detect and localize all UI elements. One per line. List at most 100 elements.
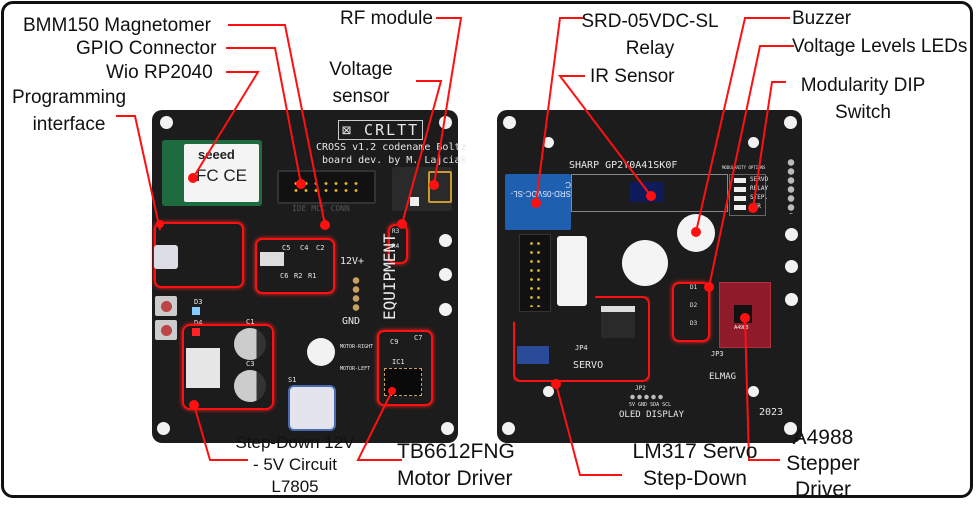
side-header <box>787 158 795 214</box>
programming-header <box>519 234 551 312</box>
mount-hole <box>543 386 554 397</box>
elmag-silk: ELMAG <box>709 372 737 382</box>
white-round-part <box>622 240 668 286</box>
power-switch-s1 <box>288 385 336 431</box>
mount-hole <box>784 422 797 435</box>
callout-tb6612: TB6612FNG Motor Driver <box>397 440 515 490</box>
callout-stepdown: Step-Down 12V - 5V Circuit L7805 <box>235 433 355 496</box>
usb-c-port <box>154 245 178 269</box>
callout-dip: Modularity DIP Switch <box>800 75 926 123</box>
callout-rf: RF module <box>340 8 433 29</box>
callout-a4988: A4988 Stepper Driver <box>786 426 860 501</box>
callout-relay: SRD-05VDC-SL Relay <box>581 11 719 59</box>
motor-left-silk: MOTOR-LEFT <box>340 366 371 372</box>
a4988-silk: A4988 <box>734 325 749 331</box>
mount-hole <box>785 293 798 306</box>
callout-vsense: Voltage sensor <box>329 59 393 107</box>
board-title-silk: CROSS v1.2 codename Boltz <box>316 142 467 153</box>
ref-d3: D3 <box>690 320 698 327</box>
mount-hole <box>439 268 452 281</box>
mount-hole <box>160 116 173 129</box>
ref-c3: C3 <box>246 360 255 368</box>
callout-gpio: GPIO Connector <box>76 38 217 59</box>
ref-c4: C4 <box>300 244 309 252</box>
certification-marks: FC CE <box>196 166 247 185</box>
l7805-regulator <box>186 348 220 388</box>
oled-pins-silk: 5V GND SDA SCL <box>629 402 672 408</box>
ref-jp3: JP3 <box>711 350 724 358</box>
mount-hole <box>503 116 516 129</box>
motor-right-silk: MOTOR-RIGHT <box>340 344 374 350</box>
ref-c9: C9 <box>390 338 399 346</box>
seeed-brand: seeed <box>198 147 235 162</box>
servo-silk: SERVO <box>573 360 604 371</box>
ref-r4: R4 <box>392 243 400 250</box>
callout-leds: Voltage Levels LEDs <box>792 36 968 57</box>
dip-label-relay: RELAY <box>750 185 769 192</box>
oled-display-silk: OLED DISPLAY <box>619 410 685 420</box>
voltage-leds-highlight <box>672 282 710 342</box>
mount-hole <box>441 422 454 435</box>
tb6612-ic <box>384 368 422 396</box>
callout-buzzer: Buzzer <box>792 8 852 29</box>
lm317-regulator <box>601 306 635 338</box>
right-pcb: SRD-05VDC-SL-C SHARP GP2Y0A41SK0F MODULA… <box>497 110 802 443</box>
ref-jp4: JP4 <box>575 344 588 352</box>
white-rect-part <box>557 236 587 306</box>
mount-hole <box>439 234 452 247</box>
ir-sensor-silk: SHARP GP2Y0A41SK0F <box>569 160 678 171</box>
led-d3-blue <box>192 307 200 315</box>
mount-hole <box>785 260 798 273</box>
push-button <box>155 296 177 316</box>
cross-logo: ⊠ CRLTT <box>338 120 424 140</box>
mount-hole <box>748 386 759 397</box>
ref-d1: D1 <box>690 284 698 291</box>
led-d4-red <box>192 328 200 336</box>
dip-label-dir: DIR <box>750 203 761 210</box>
input-gnd-silk: GND <box>342 316 361 327</box>
ref-c7: C7 <box>414 334 423 342</box>
ref-r1: R1 <box>308 272 317 280</box>
voltage-regulator-highlight <box>255 238 335 294</box>
ref-ic1: IC1 <box>392 358 405 366</box>
equipment-silk: EQUIPMENT <box>380 233 399 320</box>
ref-jp2: JP2 <box>635 385 646 392</box>
gpio-silk: IDE MCC CONN <box>292 204 350 213</box>
ref-d3: D3 <box>194 298 203 306</box>
ref-s1: S1 <box>288 376 297 384</box>
callout-ir: IR Sensor <box>590 66 675 87</box>
regulator-ic <box>260 252 284 266</box>
input-12v-silk: 12V+ <box>340 256 365 267</box>
capacitor-c1 <box>234 328 266 360</box>
trimmer-potentiometer <box>517 346 549 364</box>
ref-d4: D4 <box>194 319 203 327</box>
mount-hole <box>439 303 452 316</box>
ir-sensor-connector <box>630 182 664 202</box>
callout-bmm150: BMM150 Magnetomer <box>23 15 211 36</box>
push-button <box>155 320 177 340</box>
battery-input-header <box>352 276 360 312</box>
oled-header <box>629 394 663 400</box>
buzzer <box>677 214 715 252</box>
ref-c6: C6 <box>280 272 289 280</box>
mount-hole <box>785 228 798 241</box>
capacitor-c3 <box>234 370 266 402</box>
a4988-driver: A4988 <box>719 282 771 348</box>
ref-r2: R2 <box>294 272 303 280</box>
gpio-header <box>277 170 376 204</box>
callout-wio: Wio RP2040 <box>106 62 213 83</box>
mount-hole <box>543 137 554 148</box>
ref-r3: R3 <box>392 228 400 235</box>
board-author-silk: board dev. by M. Lajciak <box>322 155 467 166</box>
motor-driver-highlight <box>377 330 433 406</box>
year-silk: 2023 <box>759 407 784 418</box>
left-pcb: ⊠ CRLTT CROSS v1.2 codename Boltz board … <box>152 110 467 443</box>
dip-title-silk: MODULARITY OPTIONS <box>722 165 766 170</box>
callout-lm317: LM317 Servo Step-Down <box>632 440 758 490</box>
ref-c1: C1 <box>246 318 255 326</box>
mount-hole <box>748 137 759 148</box>
dip-label-step: STEP. <box>750 194 769 201</box>
ref-c5: C5 <box>282 244 291 252</box>
mount-hole <box>502 422 515 435</box>
ref-d2: D2 <box>690 302 698 309</box>
